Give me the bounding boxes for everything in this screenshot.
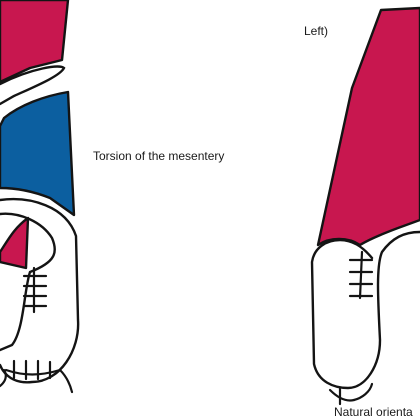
suture-horizontal-left <box>0 359 74 394</box>
left-label: Left) <box>304 24 329 38</box>
natural-orientation-label: Natural orienta <box>334 405 413 419</box>
bowel-loop-natural <box>310 230 420 390</box>
crimson-mesentery-top <box>0 0 70 84</box>
crimson-mesentery-lower <box>0 216 30 270</box>
bowel-loop-outer <box>0 65 66 106</box>
blue-mesentery-twisted <box>0 90 76 217</box>
right-panel-natural <box>310 6 420 406</box>
suture-vertical-left <box>22 266 48 314</box>
torsion-label: Torsion of the mesentery <box>93 149 225 163</box>
left-panel-torsion <box>0 0 80 394</box>
bowel-loop-body <box>0 198 80 384</box>
suture-horizontal-right <box>328 382 374 406</box>
crimson-mesentery-straight <box>316 6 420 247</box>
bowel-loop-inner <box>0 212 56 352</box>
suture-vertical-right <box>348 250 374 300</box>
